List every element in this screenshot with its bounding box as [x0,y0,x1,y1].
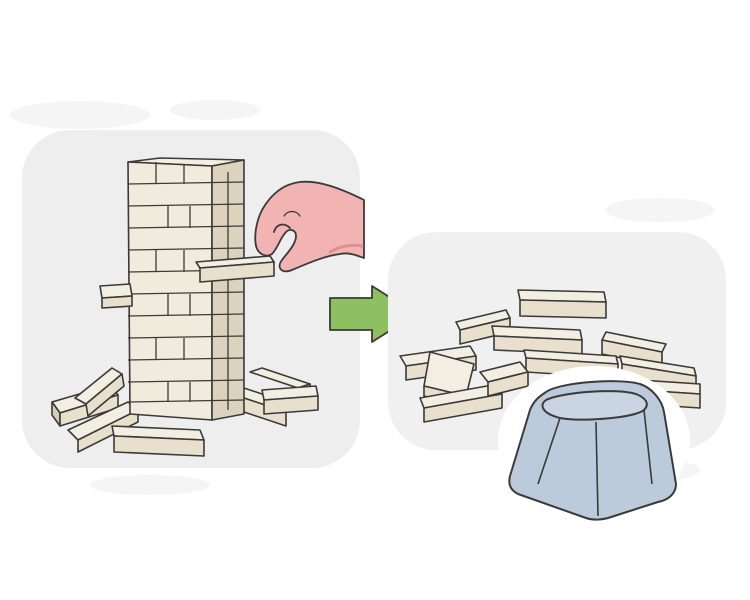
pulled-block [195,255,275,283]
tower-block-lines [127,162,245,410]
hand-illustration [254,180,365,273]
protruding-block-left [99,283,133,309]
fallen-blocks-left [51,367,319,457]
keycap-illustration [508,380,677,521]
